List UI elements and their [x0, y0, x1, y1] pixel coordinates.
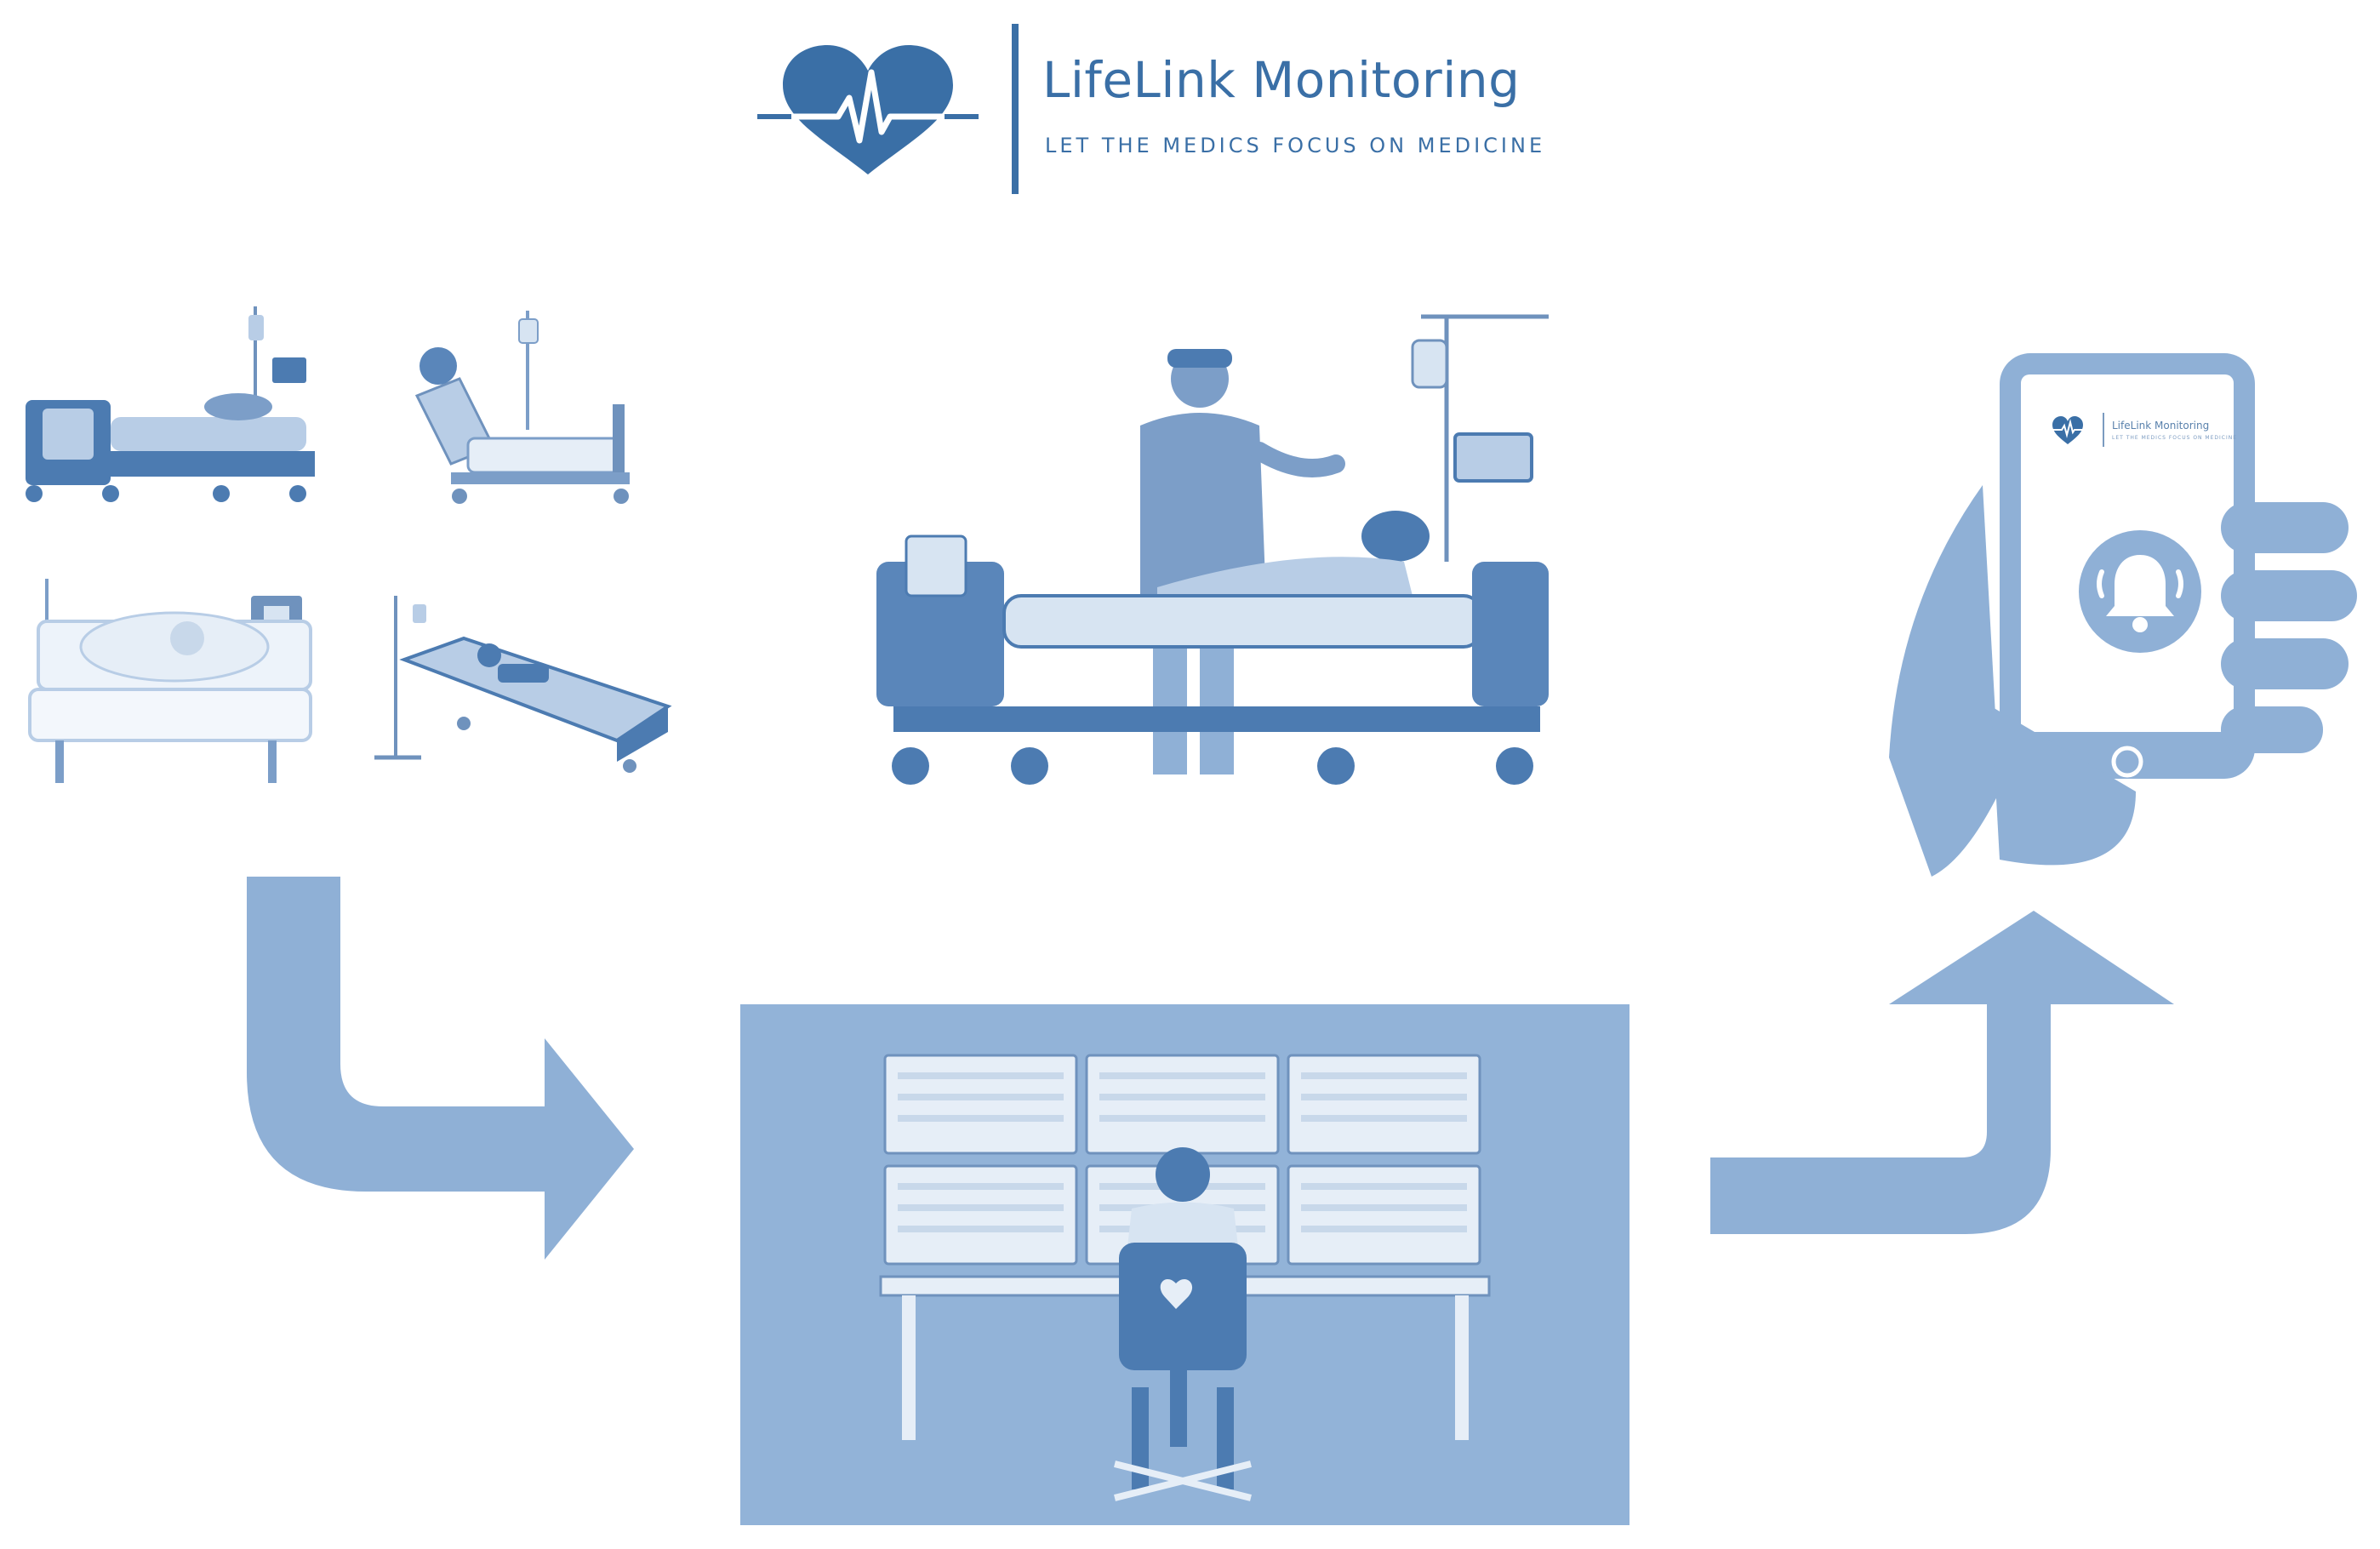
- doctor-patient-illustration: [876, 314, 1549, 785]
- flow-arrow-to-monitoring: [247, 877, 634, 1260]
- phone-brand-divider: [2103, 413, 2104, 447]
- brand-divider: [1012, 24, 1019, 194]
- phone-heart-icon: [2051, 416, 2085, 444]
- monitoring-center-illustration: [740, 1004, 1629, 1525]
- bell-icon[interactable]: [2076, 528, 2204, 655]
- patient-bed-illustration-2: [414, 311, 630, 504]
- patient-bed-illustration-3: [28, 579, 312, 783]
- phone-app-name: LifeLink Monitoring: [2112, 420, 2210, 432]
- brand-name: LifeLink Monitoring: [1042, 51, 1521, 109]
- patient-bed-illustration-4: [374, 596, 672, 773]
- brand-tagline: LET THE MEDICS FOCUS ON MEDICINE: [1045, 134, 1546, 157]
- phone-app-tagline: LET THE MEDICS FOCUS ON MEDICINE: [2112, 435, 2238, 441]
- patient-bed-illustration-1: [26, 306, 315, 502]
- flow-arrow-to-phone: [1710, 911, 2174, 1234]
- heart-ecg-icon: [757, 45, 979, 174]
